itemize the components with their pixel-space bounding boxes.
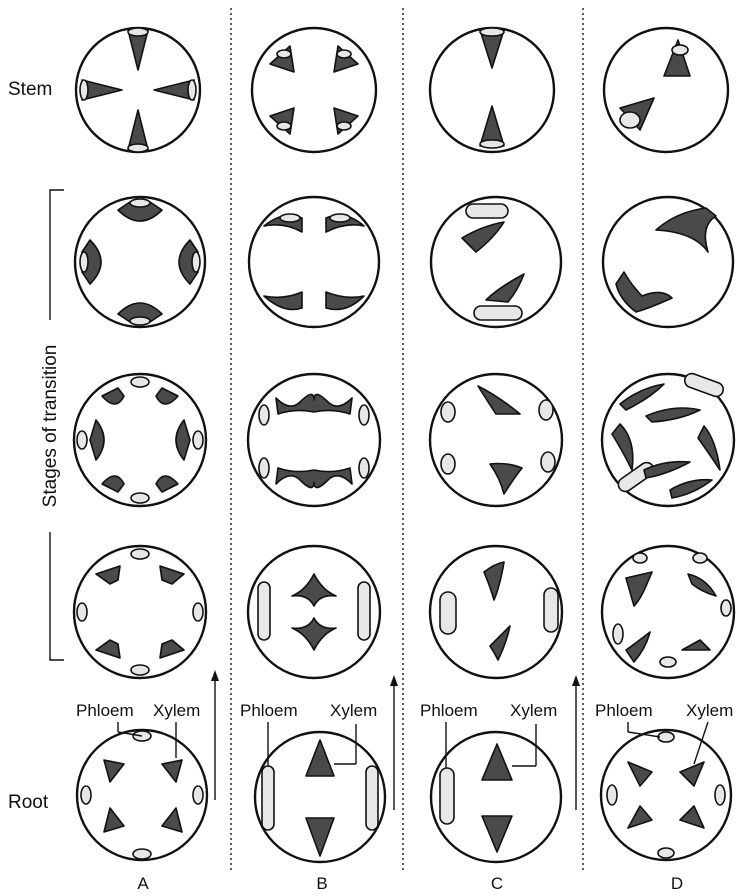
stage-3-section-c: [430, 546, 562, 678]
stem-section-b: [252, 28, 376, 152]
stage-3-section-d: [602, 546, 734, 678]
stage-2-section-b: [248, 374, 380, 506]
stage-2-section-c: [430, 374, 562, 506]
column-b: Phloem Xylem B: [240, 28, 385, 893]
root-section-d: [601, 722, 731, 860]
phloem-label-a: Phloem: [76, 701, 134, 720]
stem-section-c: [430, 28, 554, 152]
stem-label: Stem: [8, 79, 52, 100]
arrow-up-icon-c: [572, 675, 580, 810]
column-c: Phloem Xylem C: [420, 28, 562, 893]
stage-1-section-c: [431, 197, 561, 327]
column-label-b: B: [316, 874, 327, 893]
root-label: Root: [8, 792, 49, 813]
root-section-b: [255, 722, 385, 862]
phloem-label-c: Phloem: [420, 701, 478, 720]
stem-section-d: [604, 28, 728, 152]
column-a: Phloem Xylem A: [74, 28, 207, 893]
stage-2-section-d: [602, 372, 734, 506]
root-section-a: [77, 722, 207, 860]
stage-3-section-a: [74, 546, 206, 678]
arrow-up-icon-a: [211, 670, 219, 800]
stage-1-section-b: [249, 197, 379, 327]
stem-section-a: [76, 28, 200, 152]
arrow-up-icon-b: [390, 675, 398, 810]
root-section-c: [431, 722, 561, 862]
xylem-label-b: Xylem: [330, 701, 377, 720]
phloem-label-d: Phloem: [595, 701, 653, 720]
stage-1-section-a: [75, 197, 205, 327]
column-label-d: D: [671, 874, 683, 893]
stage-3-section-b: [248, 546, 380, 678]
xylem-label-a: Xylem: [153, 701, 200, 720]
stage-2-section-a: [74, 374, 206, 506]
column-label-a: A: [137, 874, 149, 893]
stages-of-transition-label: Stages of transition: [40, 345, 61, 508]
xylem-label-d: Xylem: [686, 701, 733, 720]
column-label-c: C: [491, 874, 503, 893]
xylem-label-c: Xylem: [510, 701, 557, 720]
stage-1-section-d: [603, 197, 733, 327]
phloem-label-b: Phloem: [240, 701, 298, 720]
column-d: Phloem Xylem D: [595, 28, 734, 893]
